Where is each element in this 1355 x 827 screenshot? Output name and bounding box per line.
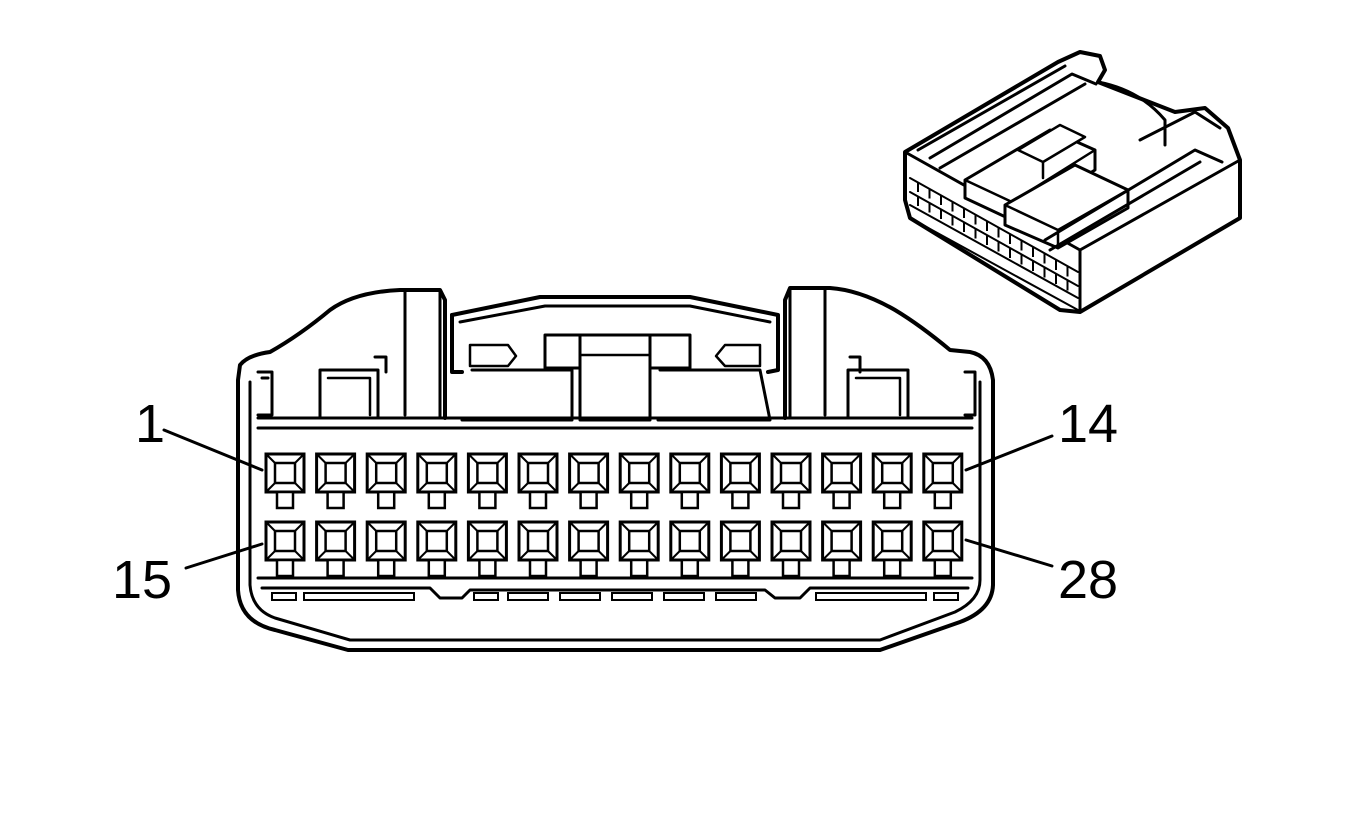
pin-label-28: 28 [1058,550,1118,610]
leader-pin-28 [964,538,1054,568]
pin-label-14: 14 [1058,394,1118,454]
keying-slot [815,592,927,601]
connector-face-view [236,286,995,652]
cavity-18 [416,520,458,578]
leader-pin-15 [184,542,264,570]
cavity-11 [770,452,812,510]
keying-slot [611,592,653,601]
keying-slot [303,592,415,601]
keying-slot [271,592,297,601]
keying-slot [473,592,499,601]
cavity-2 [315,452,357,510]
keying-slot [663,592,705,601]
cavity-17 [365,520,407,578]
cavity-23 [669,520,711,578]
cavity-15 [264,520,306,578]
cavity-4 [416,452,458,510]
cavity-7 [568,452,610,510]
cavity-28 [922,520,964,578]
keying-slot [507,592,549,601]
cavity-6 [517,452,559,510]
cavity-16 [315,520,357,578]
cavity-5 [466,452,508,510]
cavity-21 [568,520,610,578]
cavity-13 [871,452,913,510]
cavity-9 [669,452,711,510]
cavity-20 [517,520,559,578]
pin-label-15: 15 [112,550,172,610]
cavity-19 [466,520,508,578]
cavity-3 [365,452,407,510]
cavity-25 [770,520,812,578]
cavity-8 [618,452,660,510]
cavity-row-bottom [264,520,964,578]
keying-slot [715,592,757,601]
cavity-14 [922,452,964,510]
cavity-10 [719,452,761,510]
cavity-27 [871,520,913,578]
isometric-cavities [909,177,1079,311]
leader-pin-1 [162,428,264,472]
cavity-1 [264,452,306,510]
pin-label-1: 1 [135,394,165,454]
cavity-row-top [264,452,964,510]
cavity-12 [821,452,863,510]
cavity-24 [719,520,761,578]
leader-pin-14 [964,434,1054,472]
keying-slots [271,592,959,601]
cavity-22 [618,520,660,578]
connector-isometric-view [903,50,1242,314]
keying-slot [559,592,601,601]
leader-lines [162,428,1054,570]
keying-slot [933,592,959,601]
cavity-26 [821,520,863,578]
